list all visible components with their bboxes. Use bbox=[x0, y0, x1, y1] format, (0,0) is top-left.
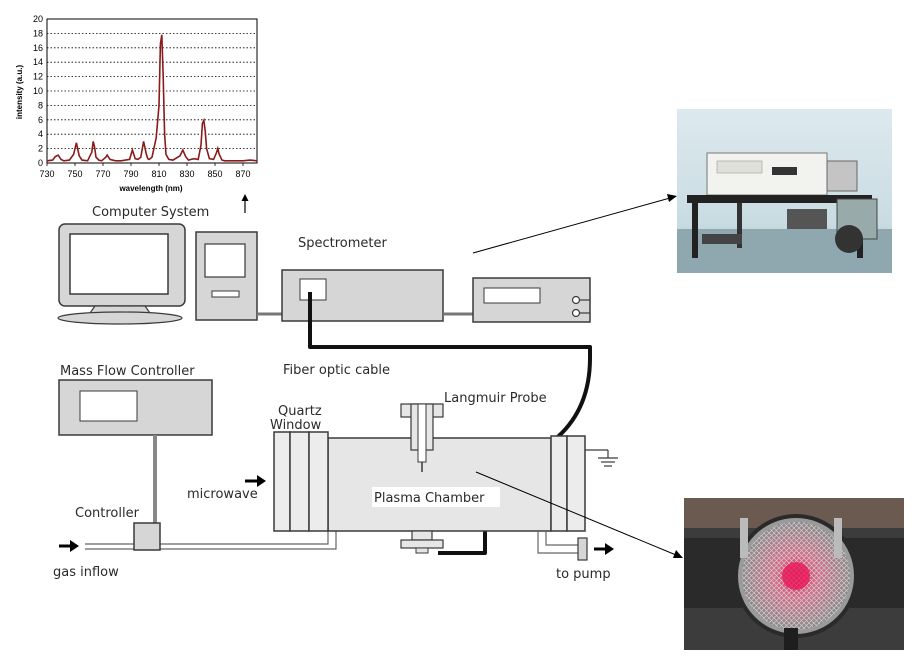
quartz-window bbox=[273, 431, 329, 532]
quartz-window-label-line2: Window bbox=[270, 418, 322, 433]
x-tick-label: 810 bbox=[151, 169, 166, 179]
spectrum-line bbox=[46, 34, 258, 162]
y-tick-label: 4 bbox=[38, 129, 43, 139]
pointer-to-spectrometer-photo bbox=[472, 194, 677, 254]
chart-link-arrow bbox=[241, 194, 249, 213]
x-tick-label: 850 bbox=[207, 169, 222, 179]
langmuir-probe-label: Langmuir Probe bbox=[444, 391, 547, 406]
microwave-label: microwave bbox=[187, 487, 258, 502]
y-tick-label: 8 bbox=[38, 100, 43, 110]
x-tick-label: 830 bbox=[179, 169, 194, 179]
mass-flow-controller bbox=[58, 379, 213, 523]
microwave-arrow bbox=[245, 475, 266, 487]
y-tick-label: 18 bbox=[33, 28, 43, 38]
x-tick-label: 750 bbox=[67, 169, 82, 179]
y-tick-label: 0 bbox=[38, 158, 43, 168]
x-axis-label: wavelength (nm) bbox=[118, 184, 182, 193]
y-tick-label: 2 bbox=[38, 144, 43, 154]
gas-inflow-arrow bbox=[59, 540, 79, 552]
pump-line bbox=[537, 531, 614, 561]
y-tick-label: 12 bbox=[33, 72, 43, 82]
x-tick-labels: 730 750 770 790 810 830 850 870 bbox=[39, 169, 250, 179]
chart-grid bbox=[46, 18, 258, 166]
to-pump-label: to pump bbox=[556, 567, 611, 582]
y-tick-label: 16 bbox=[33, 43, 43, 53]
pointer-to-chamber-photo bbox=[475, 471, 683, 558]
y-tick-label: 6 bbox=[38, 115, 43, 125]
gas-inflow-label: gas inflow bbox=[53, 565, 119, 580]
x-tick-label: 730 bbox=[39, 169, 54, 179]
spectrometer bbox=[281, 269, 444, 322]
computer-system bbox=[57, 223, 258, 325]
gas-line bbox=[85, 531, 337, 550]
plasma-chamber bbox=[327, 437, 552, 532]
controller-valve bbox=[133, 522, 161, 551]
spectrometer-setup-photo bbox=[677, 109, 892, 273]
x-tick-label: 790 bbox=[123, 169, 138, 179]
plasma-chamber-photo bbox=[684, 498, 904, 650]
y-tick-labels: 0 2 4 6 8 10 12 14 16 18 20 bbox=[33, 14, 43, 168]
ground-symbol bbox=[585, 449, 618, 467]
quartz-window-label-line1: Quartz bbox=[278, 404, 322, 419]
computer-system-label: Computer System bbox=[92, 205, 209, 220]
exit-flange bbox=[550, 435, 586, 532]
langmuir-probe bbox=[400, 403, 444, 472]
plasma-chamber-label: Plasma Chamber bbox=[374, 491, 485, 506]
x-tick-label: 870 bbox=[235, 169, 250, 179]
spectrometer-label: Spectrometer bbox=[298, 236, 388, 251]
controller-label: Controller bbox=[75, 506, 140, 521]
y-tick-label: 10 bbox=[33, 86, 43, 96]
spectrometer-readout-unit bbox=[472, 277, 591, 323]
fiber-optic-cable-label: Fiber optic cable bbox=[283, 363, 390, 378]
x-tick-label: 770 bbox=[95, 169, 110, 179]
y-tick-label: 14 bbox=[33, 57, 43, 67]
y-tick-label: 20 bbox=[33, 14, 43, 24]
y-axis-label: intensity (a.u.) bbox=[15, 65, 24, 120]
mass-flow-controller-label: Mass Flow Controller bbox=[60, 364, 195, 379]
optical-viewport bbox=[400, 530, 444, 554]
